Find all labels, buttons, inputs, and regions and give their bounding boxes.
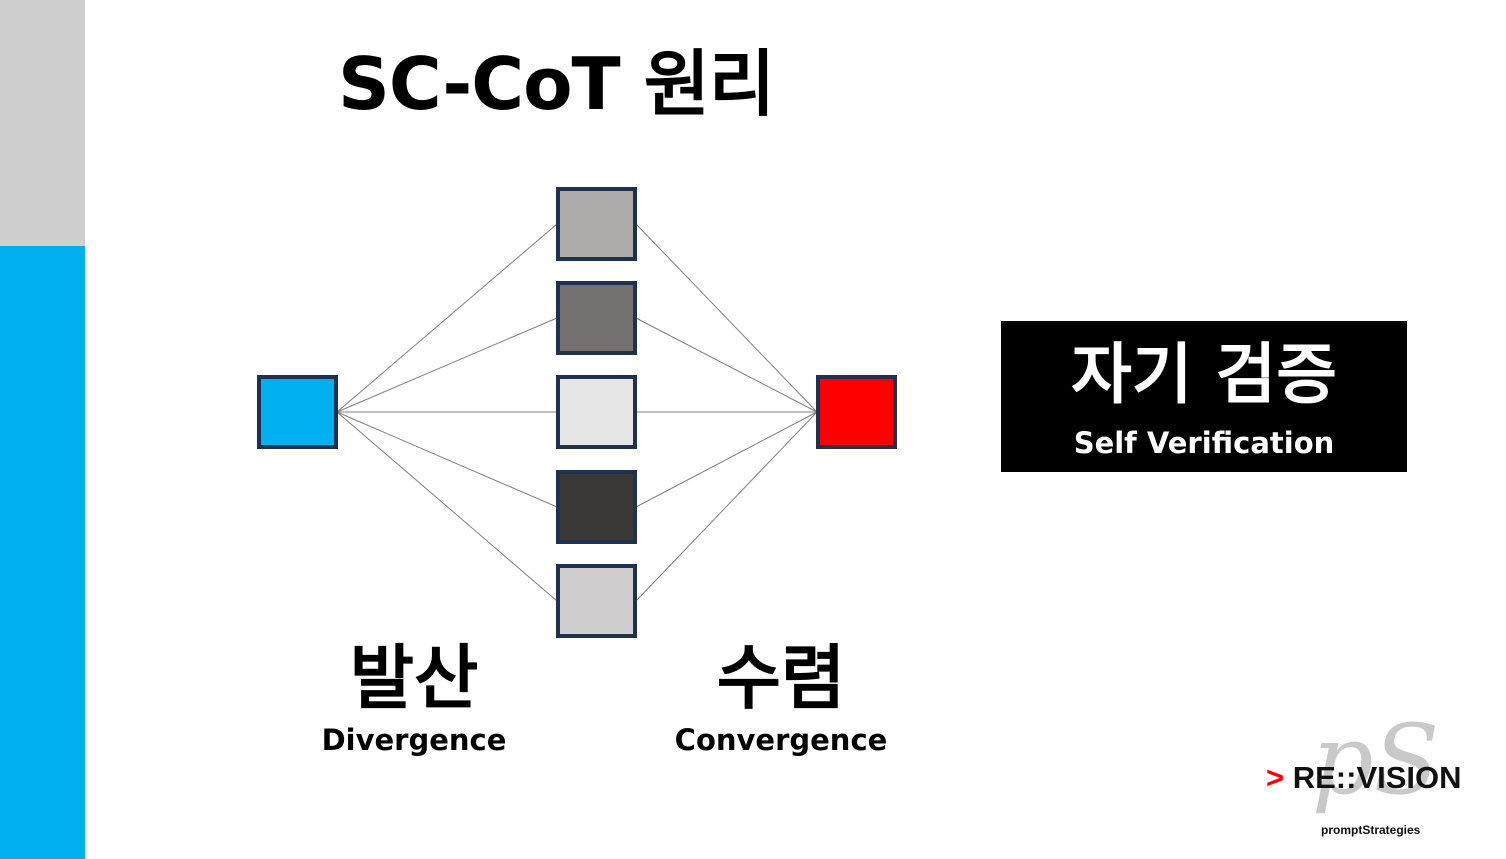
edge-mid-4-target (635, 411, 818, 508)
path-node-4 (556, 470, 637, 544)
divergence-label-ko: 발산 (349, 637, 479, 719)
convergence-label-en: Convergence (674, 723, 888, 757)
edge-mid-1-target (635, 223, 818, 413)
edge-mid-5-target (635, 411, 818, 602)
logo-arrow: > (1266, 760, 1285, 795)
edge-source-mid-1 (336, 223, 558, 413)
slide-title: SC-CoT 원리 (338, 42, 775, 126)
divergence-label-en: Divergence (321, 723, 507, 757)
source-node (257, 375, 338, 449)
sidebar-top-bar (0, 0, 85, 246)
path-node-5 (556, 564, 637, 638)
self-verification-label-ko: 자기 검증 (1071, 336, 1337, 413)
logo-brand: > RE::VISION (1266, 760, 1462, 796)
target-node (816, 375, 897, 449)
path-node-3 (556, 375, 637, 449)
self-verification-label-en: Self Verification (1073, 426, 1335, 460)
path-node-1 (556, 187, 637, 261)
logo-brand-text: RE::VISION (1292, 760, 1462, 795)
convergence-label-ko: 수렴 (716, 637, 846, 719)
edge-source-mid-4 (336, 411, 558, 508)
logo-mark: pS (1312, 704, 1440, 816)
logo-tagline: promptStrategies (1321, 823, 1421, 837)
edge-source-mid-5 (336, 411, 558, 602)
sidebar-bottom-bar (0, 246, 85, 859)
edge-mid-2-target (635, 317, 818, 413)
edge-source-mid-2 (336, 317, 558, 413)
path-node-2 (556, 281, 637, 355)
self-verification-box: 자기 검증 Self Verification (1001, 321, 1407, 472)
